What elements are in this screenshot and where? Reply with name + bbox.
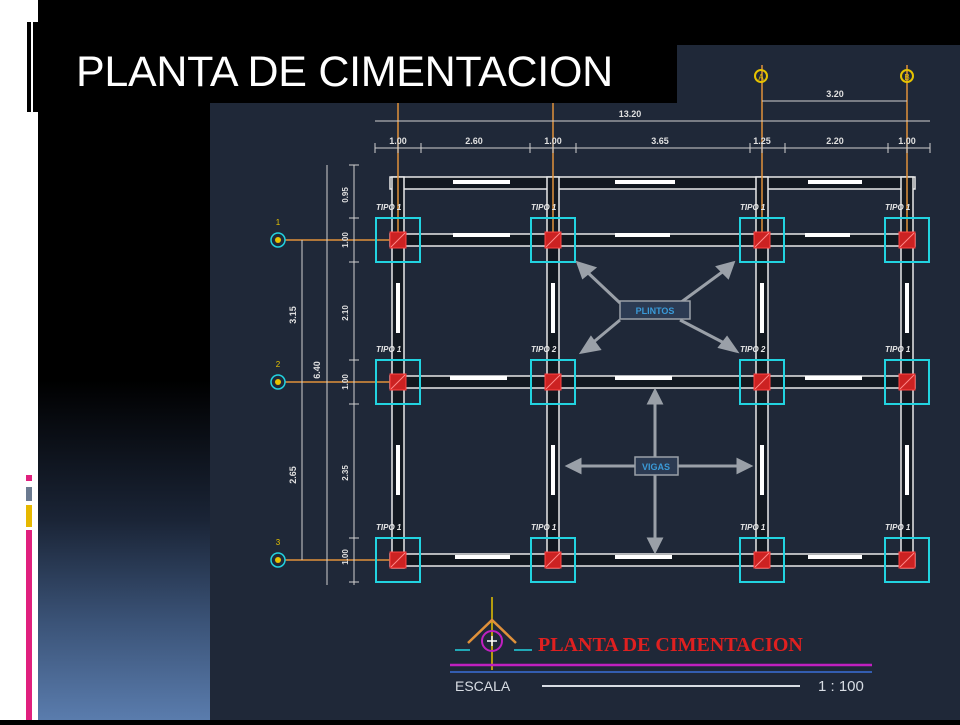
vigas-arrows: [564, 387, 754, 555]
column-hatch: [390, 232, 406, 248]
callout-plintos-label: PLINTOS: [636, 306, 675, 316]
footing-outline: [530, 537, 576, 583]
column-hatch: [390, 374, 406, 390]
footing-tag: TIPO 1: [376, 203, 402, 212]
axis-bubble-1: 1: [270, 218, 286, 248]
deco-bars-top: [18, 22, 38, 112]
dim-seg-7: 1.00: [898, 136, 916, 146]
dim-vert-inner-5: 2.35: [341, 465, 350, 481]
dim-seg-6: 2.20: [826, 136, 844, 146]
footing-tag: TIPO 1: [531, 203, 557, 212]
column-hatch: [545, 374, 561, 390]
footing-tag: TIPO 1: [531, 523, 557, 532]
footings: [375, 217, 930, 583]
axis-label-3: 3: [276, 538, 281, 547]
dim-total: 13.20: [619, 109, 642, 119]
column-hatch: [899, 374, 915, 390]
column-hatch: [899, 232, 915, 248]
axis-label-b: B: [904, 73, 909, 82]
column-hatch: [899, 552, 915, 568]
axis-bubble-b: B: [900, 69, 914, 83]
footing-tag: TIPO 1: [885, 523, 911, 532]
plintos-arrows: [575, 260, 740, 355]
footing-tag: TIPO 1: [740, 203, 766, 212]
title-block-symbol: [455, 597, 532, 670]
footing-outline: [530, 217, 576, 263]
dim-vert-total: 6.40: [312, 361, 322, 379]
column-hatch: [754, 232, 770, 248]
footing-outline: [375, 537, 421, 583]
axis-label-1: 1: [276, 218, 281, 227]
axis-label-a: A: [758, 73, 764, 82]
slide-title-box: PLANTA DE CIMENTACION: [59, 45, 677, 103]
footing-outline: [530, 359, 576, 405]
axis-bubble-a: A: [754, 69, 768, 83]
footing-tag: TIPO 2: [531, 345, 557, 354]
scale-label: ESCALA: [455, 678, 511, 694]
axis-label-2: 2: [276, 360, 281, 369]
dim-seg-3: 1.00: [544, 136, 562, 146]
column-hatch: [545, 232, 561, 248]
footing-tag: TIPO 1: [376, 523, 402, 532]
dimension-lines: [301, 100, 931, 585]
footing-outline: [739, 359, 785, 405]
dim-vert-outer-1: 3.15: [288, 306, 298, 324]
footing-outline: [375, 217, 421, 263]
scale-value: 1 : 100: [818, 678, 864, 695]
dim-vert-inner-3: 2.10: [341, 305, 350, 321]
axis-bubble-3: 3: [270, 538, 286, 568]
callout-vigas-label: VIGAS: [642, 462, 670, 472]
axis-bubble-2: 2: [270, 360, 286, 390]
beam-dashes: [396, 180, 909, 559]
dim-vert-inner-2: 1.00: [341, 232, 350, 248]
footing-outline: [884, 537, 930, 583]
dim-vert-inner-6: 1.00: [341, 549, 350, 565]
footing-tag: TIPO 2: [740, 345, 766, 354]
footing-outline: [884, 359, 930, 405]
dim-vert-outer-2: 2.65: [288, 466, 298, 484]
column-hatch: [390, 552, 406, 568]
footing-outline: [375, 359, 421, 405]
column-hatch: [545, 552, 561, 568]
foundation-plan-drawing: A B 1 2 3 3.20: [210, 45, 960, 720]
slide-title: PLANTA DE CIMENTACION: [76, 48, 613, 96]
callout-plintos: PLINTOS: [619, 300, 691, 320]
footing-outline: [884, 217, 930, 263]
dim-seg-2: 2.60: [465, 136, 483, 146]
callout-vigas: VIGAS: [634, 456, 679, 476]
footing-outline: [739, 217, 785, 263]
dim-vert-inner-4: 1.00: [341, 374, 350, 390]
column-hatch: [754, 552, 770, 568]
dim-seg-4: 3.65: [651, 136, 669, 146]
dim-seg-1: 1.00: [389, 136, 407, 146]
dim-vert-inner-1: 0.95: [341, 187, 350, 203]
footing-tag: TIPO 1: [376, 345, 402, 354]
drawing-title: PLANTA DE CIMENTACION: [538, 634, 803, 656]
footing-tags: TIPO 1 TIPO 1 TIPO 1 TIPO 1 TIPO 1 TIPO 2 TIPO…: [376, 203, 911, 532]
column-hatch: [754, 374, 770, 390]
dim-overall-top: 3.20: [826, 89, 844, 99]
segment-dimension-labels: 1.00 2.60 1.00 3.65 1.25 2.20 1.00: [389, 136, 916, 146]
dim-seg-5: 1.25: [753, 136, 771, 146]
deco-accent-bars: [26, 475, 38, 720]
footing-tag: TIPO 1: [740, 523, 766, 532]
footing-tag: TIPO 1: [885, 345, 911, 354]
footing-tag: TIPO 1: [885, 203, 911, 212]
footing-outline: [739, 537, 785, 583]
